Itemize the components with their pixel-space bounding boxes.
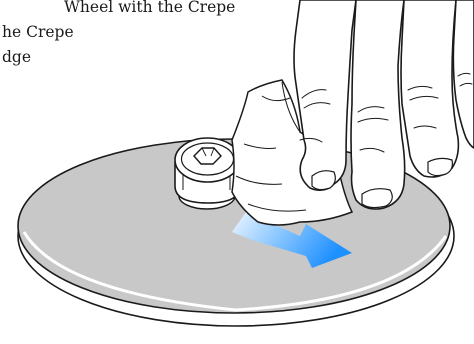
- hand-icon: [294, 0, 474, 209]
- hex-socket-bolt-icon: [175, 138, 240, 209]
- caption-line-3: dge: [2, 47, 31, 67]
- caption-line-2: he Crepe: [2, 22, 74, 42]
- caption-line-1: Wheel with the Crepe: [64, 0, 235, 17]
